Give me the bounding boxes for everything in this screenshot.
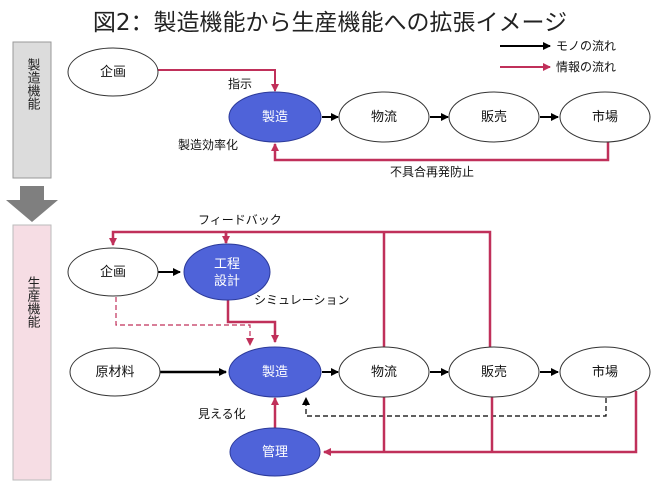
node-bottom-butsuryu [338, 346, 430, 398]
edge-top-feedback [271, 140, 610, 162]
node-top-seizo [228, 91, 322, 143]
transition-arrow [6, 186, 58, 222]
label-prevention: 不具合再発防止 [390, 164, 474, 179]
node-top-butsuryu-label: 物流 [371, 110, 397, 125]
node-bottom-seizo [228, 346, 322, 398]
node-top-kikaku [67, 47, 159, 97]
node-top-hanbai-label: 販売 [481, 109, 507, 125]
label-efficiency: 製造効率化 [178, 137, 238, 152]
node-bottom-genzairyo [69, 347, 161, 397]
node-bottom-butsuryu-label: 物流 [371, 365, 397, 380]
node-bottom-kanri [229, 427, 321, 477]
diagram-title: 図2：製造機能から生産機能への拡張イメージ [93, 10, 567, 36]
label-feedback: フィードバック [198, 213, 282, 227]
node-top-butsuryu [338, 91, 430, 143]
side-label-manufacturing: 製造機能 [25, 58, 41, 110]
edge-feedback-bus [224, 230, 492, 350]
edge-dashed-kikaku-seizo [115, 297, 254, 346]
node-bottom-shijo-label: 市場 [592, 364, 618, 380]
edge-simulation [226, 300, 279, 343]
label-shiji: 指示 [228, 76, 252, 91]
node-bottom-kotei [183, 243, 271, 301]
node-bottom-kikaku-label: 企画 [100, 264, 126, 280]
legend: モノの流れ 情報の流れ [500, 39, 616, 74]
node-bottom-hanbai [448, 346, 540, 398]
edge-feedback-to-kikaku [109, 230, 226, 246]
legend-goods-label: モノの流れ [556, 39, 616, 53]
node-bottom-seizo-label: 製造 [262, 365, 288, 380]
node-top-hanbai [448, 91, 540, 143]
node-bottom-genzairyo-label: 原材料 [95, 365, 134, 380]
node-top-shijo-label: 市場 [592, 109, 618, 125]
node-top-seizo-label: 製造 [262, 110, 288, 125]
node-bottom-shijo [559, 346, 651, 398]
side-box-production [12, 224, 52, 481]
label-visualize: 見える化 [198, 407, 246, 421]
edge-top-kikaku-seizo [158, 69, 279, 92]
edge-dashed-shijo-seizo [302, 397, 607, 417]
node-top-shijo [559, 91, 651, 143]
node-bottom-kotei-label-1: 工程 [214, 257, 240, 272]
edge-shijo-kanri [323, 391, 638, 456]
legend-info-label: 情報の流れ [556, 60, 616, 74]
node-bottom-hanbai-label: 販売 [481, 364, 507, 380]
node-bottom-kanri-label: 管理 [262, 445, 288, 460]
node-bottom-kotei-label-2: 設計 [214, 273, 240, 289]
node-bottom-kikaku [67, 247, 159, 297]
side-label-production: 生産機能 [25, 276, 41, 328]
side-box-manufacturing [12, 41, 52, 179]
node-top-kikaku-label: 企画 [100, 64, 126, 80]
label-simulation: シミュレーション [254, 293, 350, 307]
